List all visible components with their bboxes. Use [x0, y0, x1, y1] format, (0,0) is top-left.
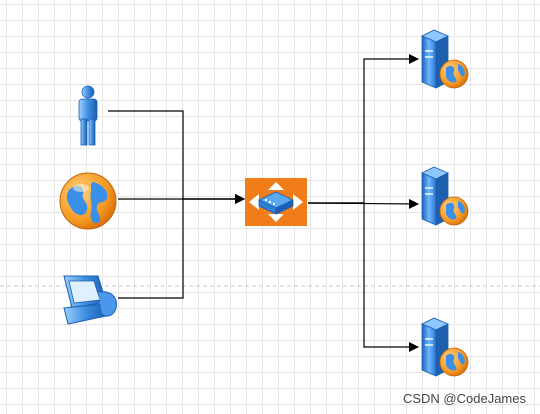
web-server-icon: [421, 29, 469, 89]
edges: [108, 54, 419, 352]
edge-switch-server-1: [308, 54, 419, 204]
web-server-icon: [421, 166, 469, 226]
watermark-text: CSDN @CodeJames: [402, 391, 526, 406]
user-icon: [78, 85, 98, 146]
edge-computer-switch: [118, 194, 245, 299]
switch-icon: [245, 178, 307, 226]
edge-user-switch: [108, 110, 245, 204]
globe-icon: [59, 172, 117, 230]
web-server-icon: [421, 317, 469, 377]
edge-switch-server-3: [308, 202, 419, 352]
computer-icon: [63, 275, 117, 325]
